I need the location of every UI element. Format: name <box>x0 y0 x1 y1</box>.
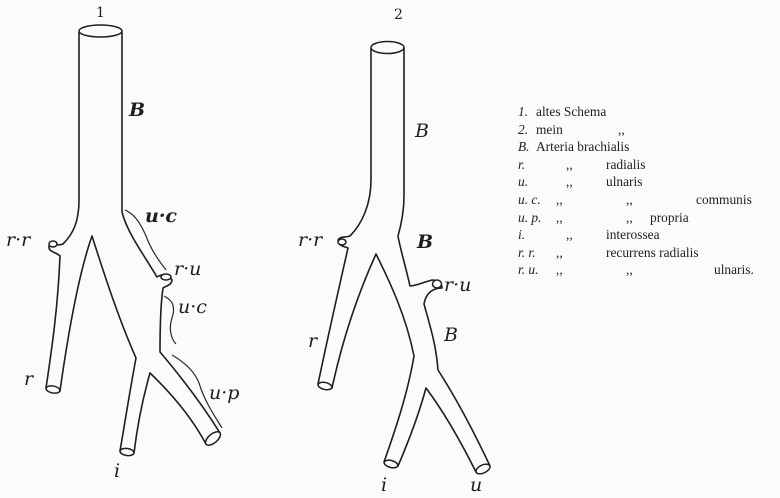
legend-text: radialis <box>606 156 646 172</box>
figure-2-label-i: i <box>381 474 387 496</box>
legend-row: 2. mein ,, <box>518 121 776 139</box>
legend-ditto: ,, <box>566 174 573 190</box>
figure-2-label-u: u <box>470 474 482 496</box>
figure-2-r-cut <box>317 381 333 391</box>
figure-2-u-cut <box>475 463 491 475</box>
legend-ditto: ,, <box>556 262 563 278</box>
figure-1-label-uc-top: u·c <box>145 205 177 227</box>
legend-ditto: ,, <box>626 262 633 278</box>
legend-ditto: ,, <box>566 227 573 243</box>
legend-text: communis <box>696 191 752 207</box>
figure-2-label-ru: r·u <box>444 274 471 296</box>
figure-2-top-cut <box>370 40 405 55</box>
figure-1-brace-uc-mid <box>163 295 177 345</box>
legend-text: propria <box>650 209 689 225</box>
legend-key: 2. <box>518 121 529 137</box>
legend-row: u. ,, ulnaris <box>518 173 776 191</box>
figure-2-label-B-low: B <box>443 324 458 346</box>
legend-key: i. <box>518 227 526 243</box>
legend-key: B. <box>518 139 530 155</box>
legend-key: r. r. <box>518 244 536 260</box>
figure-1-brace-uc-top <box>124 209 167 271</box>
figure-2-i-cut <box>383 459 399 469</box>
legend-text: mein <box>536 121 563 137</box>
legend-ditto: ,, <box>626 209 633 225</box>
figure-1-top-cut <box>78 24 123 38</box>
figure-1-i-cut <box>119 447 135 457</box>
legend-text: recurrens radialis <box>606 244 699 260</box>
legend-key: u. <box>518 174 529 190</box>
legend-key: r. u. <box>518 262 539 278</box>
legend-row: u. p. ,, ,, propria <box>518 209 776 227</box>
legend-ditto: ,, <box>556 244 563 260</box>
figure-2-ru-cut <box>431 279 443 289</box>
legend-row: i. ,, interossea <box>518 226 776 244</box>
legend-text: interossea <box>606 227 660 243</box>
legend-row: 1. altes Schema <box>518 103 776 121</box>
figure-2-label-B-mid: B <box>416 231 433 253</box>
figure-1-label-i: i <box>114 460 120 482</box>
figure-2-rr-cut <box>337 238 347 246</box>
legend-text: ulnaris. <box>714 262 754 278</box>
figure-1-label-rr: r·r <box>6 229 32 251</box>
legend-ditto: ,, <box>556 191 563 207</box>
legend-ditto: ,, <box>566 156 573 172</box>
legend-key: r. <box>518 156 526 172</box>
figure-1-vessel-outline <box>45 31 221 454</box>
legend-row: r. r. ,, recurrens radialis <box>518 244 776 262</box>
figure-2-label-B-top: B <box>414 120 429 142</box>
figure-1-label-B: B <box>128 99 145 121</box>
figure-2-vessel-outline <box>317 47 491 473</box>
legend-text: Arteria brachialis <box>536 139 630 155</box>
legend-row: r. ,, radialis <box>518 156 776 174</box>
figure-1-number: 1 <box>96 5 105 21</box>
legend-row: B. Arteria brachialis <box>518 138 776 156</box>
figure-1-label-uc-mid: u·c <box>178 296 207 318</box>
figure-1-label-up: u·p <box>209 382 239 404</box>
figure-1-up-cut <box>204 431 222 446</box>
legend-key: 1. <box>518 104 529 119</box>
figure-1-ru-cut <box>160 273 172 281</box>
figure-2-number: 2 <box>394 7 403 23</box>
figure-2-label-rr: r·r <box>298 229 324 251</box>
legend: 1. altes Schema 2. mein ,, B. Arteria br… <box>518 103 776 279</box>
figure-1-r-cut <box>45 385 61 394</box>
legend-ditto: ,, <box>618 121 625 137</box>
figure-1: 1 B u·c r·r r·u u·c u·p r i <box>6 5 239 482</box>
legend-key: u. p. <box>518 209 542 225</box>
legend-key: u. c. <box>518 191 541 207</box>
legend-text: ulnaris <box>606 174 643 190</box>
figure-2-label-r: r <box>308 330 319 352</box>
figure-1-label-ru: r·u <box>174 258 201 280</box>
figure-1-label-r: r <box>24 368 35 390</box>
legend-row: r. u. ,, ,, ulnaris. <box>518 261 776 279</box>
figure-1-brace-up <box>171 354 223 429</box>
figure-2: 2 B B r·r r·u B r i u <box>298 7 491 496</box>
legend-text: altes Schema <box>536 104 607 119</box>
figure-1-rr-cut <box>48 240 58 248</box>
legend-ditto: ,, <box>556 209 563 225</box>
legend-ditto: ,, <box>626 191 633 207</box>
legend-row: u. c. ,, ,, communis <box>518 191 776 209</box>
